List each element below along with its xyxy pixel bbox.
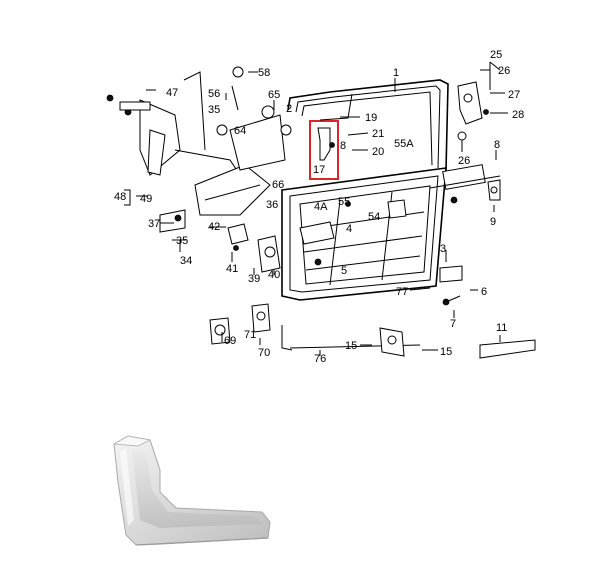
- callout-64: 64: [234, 125, 246, 137]
- callout-41: 41: [226, 263, 238, 275]
- highlight-box: [309, 120, 339, 180]
- callout-65: 65: [268, 89, 280, 101]
- callout-4a: 4A: [314, 201, 328, 213]
- callout-77: 77: [396, 286, 408, 298]
- callout-8: 8: [340, 140, 346, 152]
- callout-76: 76: [314, 353, 326, 365]
- callout-28: 28: [512, 109, 524, 121]
- callout-labels: 1 25 26 27 28 26 8 9 19 21 8 20 55A 17 5…: [114, 49, 524, 365]
- callout-1: 1: [393, 67, 399, 79]
- callout-5: 5: [341, 265, 347, 277]
- callout-26: 26: [458, 155, 470, 167]
- callout-9: 9: [490, 216, 496, 228]
- callout-49: 49: [140, 193, 152, 205]
- callout-3: 3: [440, 243, 446, 255]
- callout-8: 8: [494, 139, 500, 151]
- callout-19: 19: [365, 112, 377, 124]
- callout-48: 48: [114, 191, 126, 203]
- callout-36: 36: [266, 199, 278, 211]
- callout-55: 55: [338, 196, 350, 208]
- highlighted-part-17: [309, 120, 339, 180]
- window-guide: [319, 93, 353, 121]
- callout-70: 70: [258, 347, 270, 359]
- lock-assembly: [106, 71, 286, 233]
- callout-55a: 55A: [394, 138, 414, 150]
- callout-15: 15: [440, 346, 452, 358]
- callout-4: 4: [346, 223, 352, 235]
- callout-7: 7: [450, 318, 456, 330]
- callout-11: 11: [496, 322, 507, 334]
- callout-21: 21: [372, 128, 384, 140]
- callout-35: 35: [176, 235, 188, 247]
- callout-27: 27: [508, 89, 520, 101]
- callout-37: 37: [148, 218, 160, 230]
- callout-71: 71: [244, 329, 256, 341]
- callout-42: 42: [208, 221, 220, 233]
- callout-69: 69: [224, 335, 236, 347]
- leader-lines: [124, 61, 508, 356]
- callout-26: 26: [498, 65, 510, 77]
- callout-25: 25: [490, 49, 502, 61]
- callout-6: 6: [481, 286, 487, 298]
- callout-39: 39: [248, 273, 260, 285]
- callout-15: 15: [345, 340, 357, 352]
- part-photo: [112, 435, 271, 546]
- callout-17: 17: [313, 164, 325, 176]
- small-hardware: [209, 66, 536, 359]
- callout-35: 35: [208, 104, 220, 116]
- callout-47: 47: [166, 87, 178, 99]
- callout-2: 2: [286, 103, 292, 115]
- callout-54: 54: [368, 211, 380, 223]
- callout-66: 66: [272, 179, 284, 191]
- callout-40: 40: [268, 269, 280, 281]
- callout-34: 34: [180, 255, 192, 267]
- callout-58: 58: [258, 67, 270, 79]
- callout-56: 56: [208, 88, 220, 100]
- callout-20: 20: [372, 146, 384, 158]
